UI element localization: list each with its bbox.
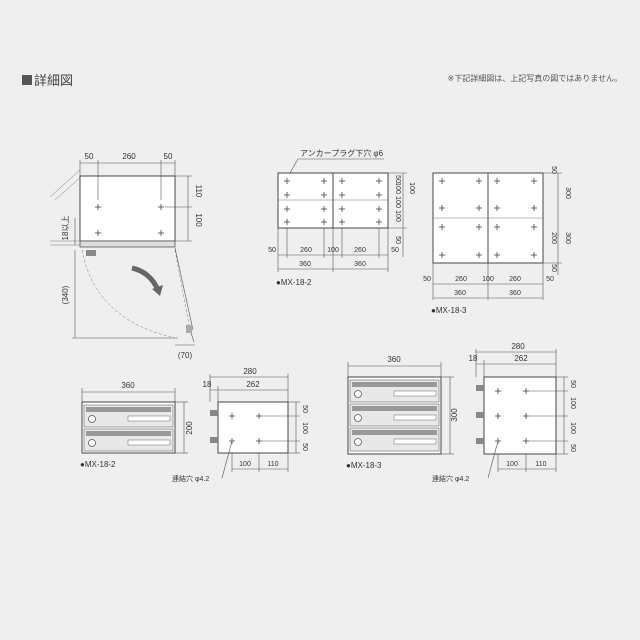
side3-callout: 連結穴 φ4.2 <box>432 474 469 483</box>
side3-dim-r3: 50 <box>569 444 576 452</box>
anchor-dim-w1: 360 <box>354 261 366 268</box>
side2-dim-r2: 50 <box>301 443 308 451</box>
anchor-plan-mx18-2: アンカープラグ下穴 φ6 50 10 <box>268 148 415 287</box>
anchor-plan-mx18-3: 50 300 200 300 50 50 260 100 260 50 360 … <box>423 166 571 315</box>
side-view-mx18-3: 280 18 262 50 100 100 50 100 <box>432 342 576 483</box>
dim-right-lower: 100 <box>194 213 203 227</box>
anchor3-dim-b2: 100 <box>482 276 494 283</box>
dim-door-open: (70) <box>178 351 193 360</box>
front3-width-dim: 360 <box>387 355 401 364</box>
header: 詳細図 ※下記詳細図は、上記写真の図ではありません。 <box>22 70 622 88</box>
dim-min-height: 18以上 <box>61 216 70 241</box>
anchor3-dim-r1: 300 <box>564 187 571 199</box>
anchor-dim-r1: 100 <box>394 182 401 194</box>
anchor3-dim-w1: 360 <box>509 290 521 297</box>
side-view-drawing: 50 260 50 110 100 18以上 (340) (70) <box>49 152 203 360</box>
anchor3-dim-w0: 360 <box>454 290 466 297</box>
side3-dim-b1: 110 <box>535 461 546 468</box>
anchor-dim-r5: 50 <box>394 236 401 244</box>
page-title: 詳細図 <box>22 70 73 89</box>
anchor-dim-b0: 50 <box>268 247 276 254</box>
side2-depth-total: 280 <box>243 367 257 376</box>
dim-door-height: (340) <box>61 285 70 304</box>
side2-dim-r1: 100 <box>301 422 308 434</box>
front2-width-dim: 360 <box>121 381 135 390</box>
dim-right-upper: 110 <box>194 185 203 198</box>
front-view-mx18-3: 360 300 ●MX-18-3 <box>346 355 459 470</box>
front3-height-dim: 300 <box>450 408 459 422</box>
anchor3-dim-b1: 260 <box>455 276 467 283</box>
anchor3-dim-b4: 50 <box>546 276 554 283</box>
anchor3-dim-b3: 260 <box>509 276 521 283</box>
side2-dim-r0: 50 <box>301 405 308 413</box>
anchor-dim-r2: 100 <box>394 196 401 208</box>
anchor-plan-label: ●MX-18-2 <box>276 278 312 287</box>
side3-depth-lip: 18 <box>469 354 478 363</box>
side3-dim-b0: 100 <box>506 461 518 468</box>
anchor3-dim-r3: 300 <box>564 232 571 244</box>
side2-depth-body: 262 <box>246 380 260 389</box>
square-bullet-icon <box>22 74 32 85</box>
side3-dim-r0: 50 <box>569 380 576 388</box>
anchor-callout: アンカープラグ下穴 φ6 <box>300 148 384 158</box>
side2-depth-lip: 18 <box>203 380 212 389</box>
side3-dim-r2: 100 <box>569 422 576 434</box>
anchor-dim-w0: 360 <box>299 261 311 268</box>
anchor-dim-b4: 50 <box>391 247 399 254</box>
front2-height-dim: 200 <box>185 421 194 435</box>
disclaimer-note: ※下記詳細図は、上記写真の図ではありません。 <box>447 74 622 83</box>
front2-label: ●MX-18-2 <box>80 460 116 469</box>
side2-dim-b1: 110 <box>267 461 278 468</box>
anchor3-dim-r2: 200 <box>550 232 557 244</box>
side3-depth-total: 280 <box>511 342 525 351</box>
side3-depth-body: 262 <box>514 354 528 363</box>
anchor-dim-b1: 260 <box>300 247 312 254</box>
anchor3-dim-r0: 50 <box>550 166 557 174</box>
side3-dim-r1: 100 <box>569 397 576 409</box>
dim-top-right: 50 <box>164 152 173 161</box>
side-view-mx18-2: 280 18 262 50 100 50 100 110 連結穴 φ4.2 <box>172 367 308 483</box>
side2-callout: 連結穴 φ4.2 <box>172 474 209 483</box>
dim-top-left: 50 <box>85 152 94 161</box>
anchor-dim-b3: 260 <box>354 247 366 254</box>
anchor-dim-r3: 100 <box>394 210 401 222</box>
dim-top-mid: 260 <box>122 152 136 161</box>
anchor3-plan-label: ●MX-18-3 <box>431 306 467 315</box>
anchor-dim-b2: 100 <box>327 247 339 254</box>
anchor-dim-r4: 100 <box>408 182 415 194</box>
front-view-mx18-2: 360 200 ●MX-18-2 <box>80 381 194 469</box>
front3-label: ●MX-18-3 <box>346 461 382 470</box>
anchor-dim-r0: 50 <box>394 175 401 183</box>
side2-dim-b0: 100 <box>239 461 251 468</box>
anchor3-dim-r4: 50 <box>550 264 557 272</box>
page-title-text: 詳細図 <box>34 73 74 88</box>
anchor3-dim-b0: 50 <box>423 276 431 283</box>
